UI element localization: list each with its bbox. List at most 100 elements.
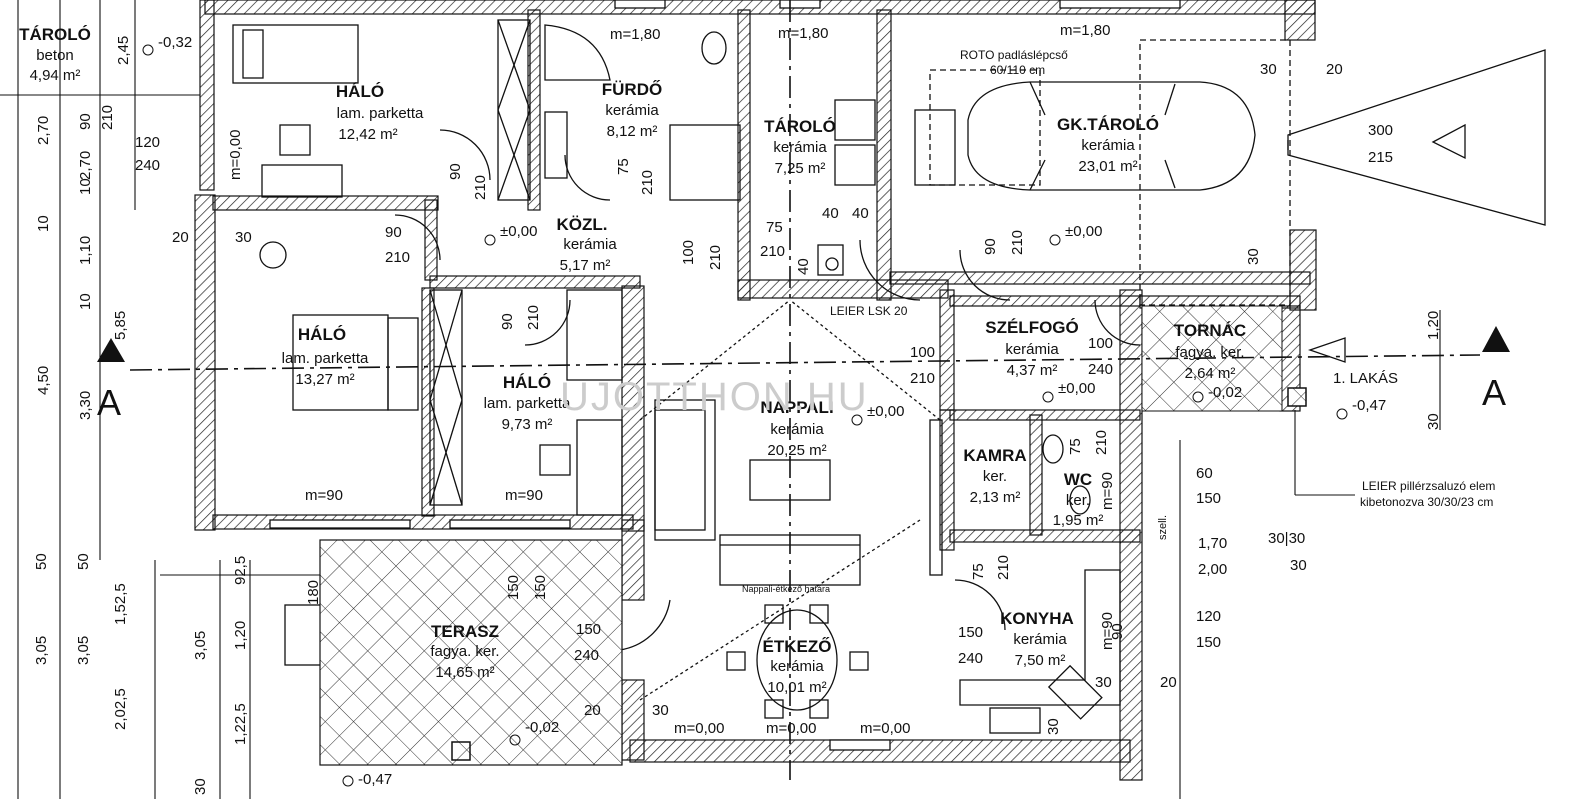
room-area: 13,27 m²: [295, 371, 354, 388]
section-marker-right: [1482, 326, 1510, 352]
room-area: 1,95 m²: [1053, 512, 1104, 529]
room-name: TÁROLÓ: [764, 117, 836, 136]
room-sub: ker.: [983, 468, 1007, 485]
dimension-label: 10: [77, 178, 94, 195]
dimension-label: 210: [639, 170, 656, 195]
parapet: m=90: [505, 487, 543, 504]
dimension-label: 1,22,5: [232, 703, 249, 745]
room-area: 7,25 m²: [775, 160, 826, 177]
dimension-label: 240: [574, 647, 599, 664]
parapet: m=90: [305, 487, 343, 504]
dimension-label: 240: [958, 650, 983, 667]
room-area: 12,42 m²: [338, 126, 397, 143]
parapet: m=1,80: [778, 25, 828, 42]
room-name: KÖZL.: [557, 215, 608, 234]
dimension-label: 210: [1009, 230, 1026, 255]
dimension-label: 2,45: [115, 36, 132, 65]
room-sub: kerámia: [1005, 341, 1059, 358]
dimension-label: 210: [995, 555, 1012, 580]
parapet: m=1,80: [610, 26, 660, 43]
dimension-label: 210: [472, 175, 489, 200]
dimension-label: 30: [1290, 557, 1307, 574]
dimension-label: 210: [525, 305, 542, 330]
room-name: TÁROLÓ: [19, 25, 91, 44]
level-marks: -0,32 ±0,00 ±0,00 ±0,00 ±0,00 -0,02 -0,0…: [142, 34, 1386, 788]
level: -0,02: [525, 719, 559, 736]
column: [1287, 387, 1307, 407]
section-label-right: A: [1482, 372, 1506, 413]
roto-note: ROTO padláslépcső: [960, 48, 1068, 62]
dimension-label: 100: [910, 344, 935, 361]
dimension-label: 92,5: [232, 556, 249, 585]
dimension-label: 30: [1260, 61, 1277, 78]
parapet: m=0,00: [860, 720, 910, 737]
dimension-label: 30: [1425, 413, 1442, 430]
walls: [194, 0, 1317, 781]
room-area: 5,17 m²: [560, 257, 611, 274]
dimension-label: 75: [970, 563, 987, 580]
dimension-label: 50: [75, 553, 92, 570]
dimension-label: 90: [77, 113, 94, 130]
room-sub: fagya. ker.: [1175, 344, 1244, 361]
dimension-label: 90: [1109, 623, 1126, 640]
dimension-label: 150: [576, 621, 601, 638]
room-area: 7,50 m²: [1015, 652, 1066, 669]
section-line: [129, 0, 1481, 780]
dimension-label: 3,05: [33, 636, 50, 665]
dimension-label: 30: [235, 229, 252, 246]
parapet: m=1,80: [1060, 22, 1110, 39]
room-name: KONYHA: [1000, 609, 1074, 628]
leier-elem-note: LEIER pillérzsaluzó elem: [1362, 479, 1495, 493]
watermark: UJOTTHON.HU: [560, 375, 869, 419]
room-area: 14,65 m²: [435, 664, 494, 681]
room-sub: lam. parketta: [282, 350, 369, 367]
room-sub: kerámia: [563, 236, 617, 253]
room-sub: beton: [36, 47, 74, 64]
dimension-label: 20: [1160, 674, 1177, 691]
room-area: 10,01 m²: [767, 679, 826, 696]
room-area: 9,73 m²: [502, 416, 553, 433]
room-name: TORNÁC: [1174, 321, 1246, 340]
room-area: 2,13 m²: [970, 489, 1021, 506]
parapet: m=0,00: [766, 720, 816, 737]
room-sub: fagya. ker.: [430, 643, 499, 660]
level: ±0,00: [867, 403, 904, 420]
level: -0,02: [1208, 384, 1242, 401]
room-area: 4,37 m²: [1007, 362, 1058, 379]
dimension-label: 30: [1095, 674, 1112, 691]
dimension-label: 30: [1245, 248, 1262, 265]
section-label-left: A: [97, 382, 121, 423]
dimension-label: 90: [982, 238, 999, 255]
dimension-label: 210: [760, 243, 785, 260]
lakas-label: 1. LAKÁS: [1333, 370, 1398, 387]
dimension-label: 3,30: [77, 391, 94, 420]
level: -0,32: [158, 34, 192, 51]
dimension-label: 210: [385, 249, 410, 266]
room-sub: kerámia: [770, 421, 824, 438]
dimension-label: 30: [192, 778, 209, 795]
room-name: HÁLÓ: [336, 82, 384, 101]
parapet: m=90: [1099, 472, 1116, 510]
dimension-label: 100: [1088, 335, 1113, 352]
dimension-label: 20: [584, 702, 601, 719]
room-name: TERASZ: [431, 622, 499, 641]
room-name: ÉTKEZŐ: [763, 637, 832, 656]
parapet: m=0,00: [227, 130, 244, 180]
parapet: m=0,00: [674, 720, 724, 737]
level: ±0,00: [1065, 223, 1102, 240]
parapet: m=90: [1099, 612, 1116, 650]
room-labels: TÁROLÓ beton 4,94 m² HÁLÓ lam. parketta …: [19, 25, 1246, 696]
room-sub: kerámia: [1013, 631, 1067, 648]
dimension-label: 100: [680, 240, 697, 265]
dimension-label: 215: [1368, 149, 1393, 166]
dimension-label: 50: [33, 553, 50, 570]
dimension-label: 150: [505, 575, 522, 600]
dimension-label: 210: [99, 105, 116, 130]
dimension-label: 4,50: [35, 366, 52, 395]
leier-lsk-note: LEIER LSK 20: [830, 304, 908, 318]
dimension-label: 60: [1196, 465, 1213, 482]
dimension-label: 10: [77, 293, 94, 310]
notes: ROTO padláslépcső 60/110 cm LEIER LSK 20…: [97, 48, 1506, 594]
dimension-label: 210: [707, 245, 724, 270]
nappali-hatar-note: Nappali-étkező határa: [742, 584, 830, 594]
